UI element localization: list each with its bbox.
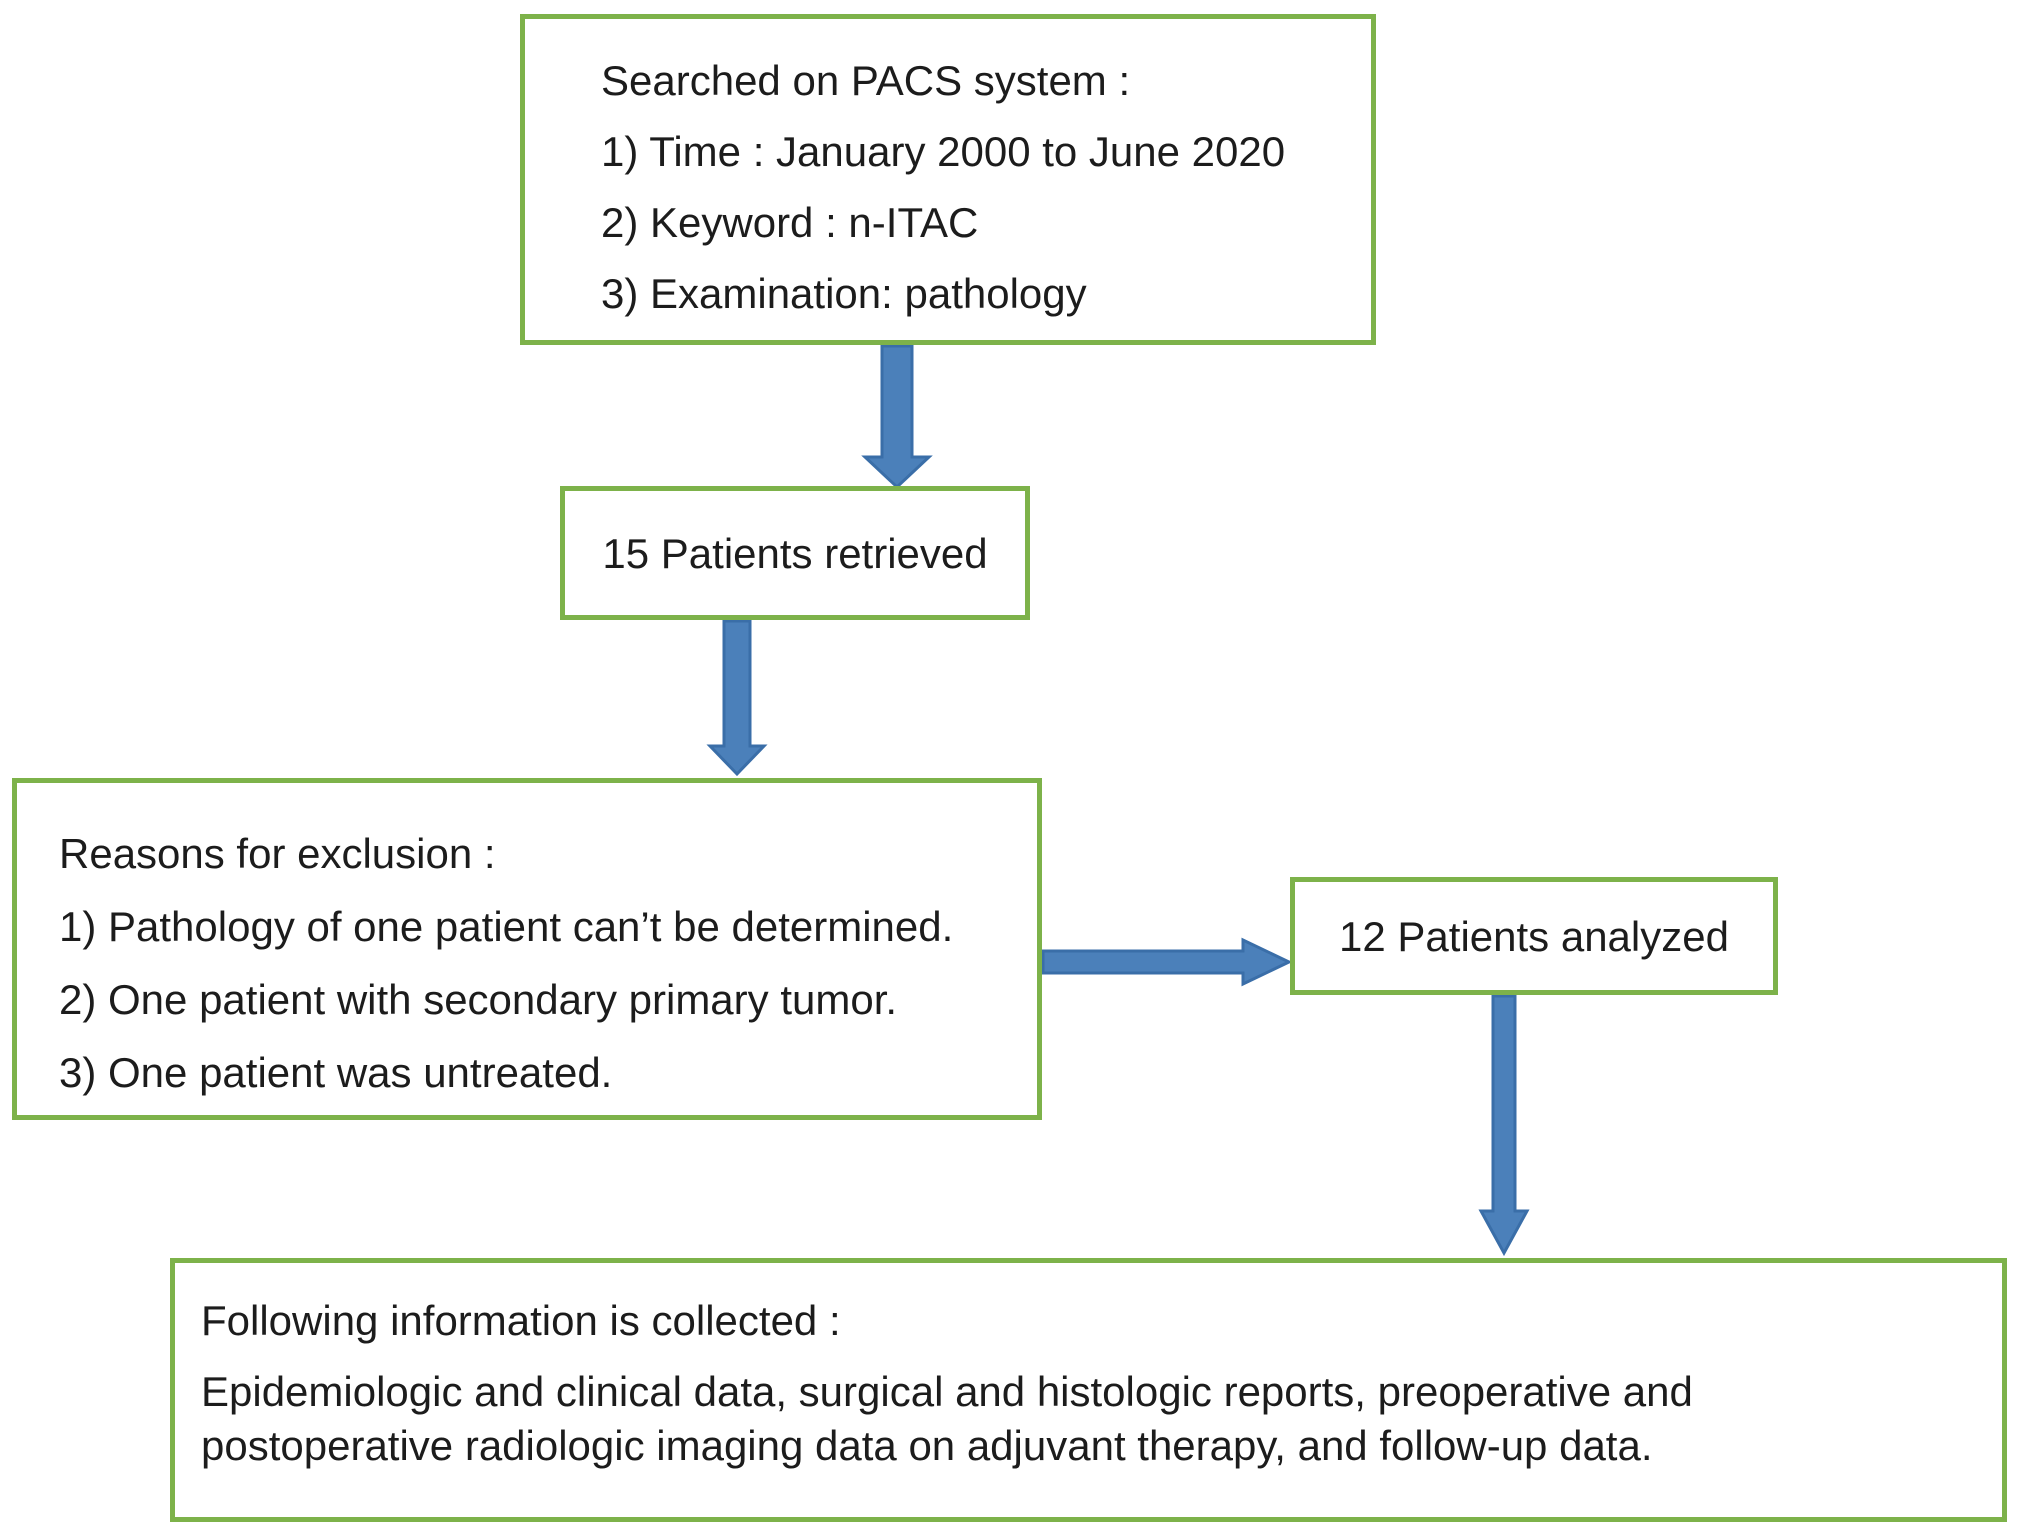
search-criteria-title: Searched on PACS system : (601, 57, 1131, 104)
collected-information-title: Following information is collected : (201, 1297, 841, 1344)
exclusion-reasons-box: Reasons for exclusion : 1) Pathology of … (12, 778, 1042, 1120)
search-criteria-examination: 3) Examination: pathology (601, 270, 1087, 317)
search-criteria-keyword: 2) Keyword : n-ITAC (601, 199, 979, 246)
arrow-analyzed-to-collected-icon (1478, 994, 1530, 1257)
collected-information-box: Following information is collected : Epi… (170, 1258, 2007, 1522)
collected-information-body: Epidemiologic and clinical data, surgica… (201, 1368, 1693, 1469)
search-criteria-box: Searched on PACS system : 1) Time : Janu… (520, 14, 1376, 345)
arrow-search-to-retrieved-icon (861, 344, 933, 490)
exclusion-reason-1: 1) Pathology of one patient can’t be det… (59, 903, 954, 950)
patients-retrieved-label: 15 Patients retrieved (602, 529, 988, 577)
exclusion-reason-2: 2) One patient with secondary primary tu… (59, 976, 898, 1023)
exclusion-reasons-title: Reasons for exclusion : (59, 830, 496, 877)
patients-analyzed-label: 12 Patients analyzed (1339, 912, 1729, 960)
exclusion-reason-3: 3) One patient was untreated. (59, 1049, 613, 1096)
arrow-exclusion-to-analyzed-icon (1041, 937, 1293, 987)
arrow-retrieved-to-exclusion-icon (706, 619, 768, 777)
patients-retrieved-box: 15 Patients retrieved (560, 486, 1030, 620)
patients-analyzed-box: 12 Patients analyzed (1290, 877, 1778, 995)
search-criteria-time: 1) Time : January 2000 to June 2020 (601, 128, 1286, 175)
